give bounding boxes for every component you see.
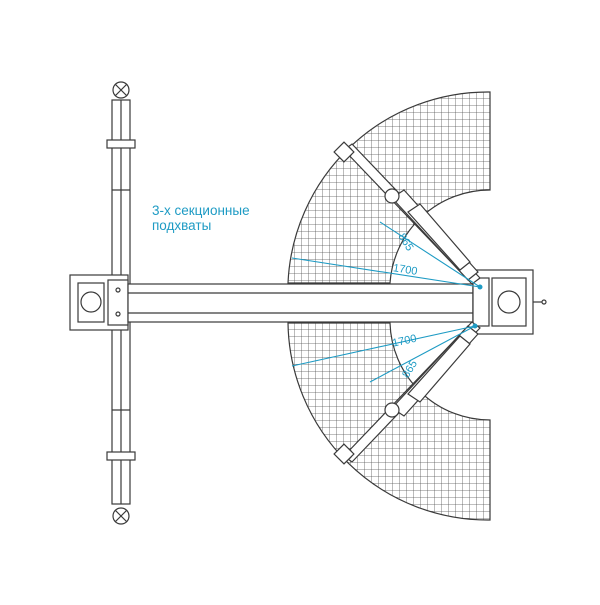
right-carriage — [472, 269, 547, 335]
dim-line-upper-short — [379, 221, 481, 288]
dimension-lines — [291, 221, 481, 383]
arm-lower — [341, 321, 481, 463]
dim-line-upper-long — [291, 257, 481, 288]
dim-label-lower-long: 1700 — [391, 333, 417, 350]
dim-line-lower-long — [291, 325, 476, 367]
caption-line-2: подхваты — [152, 218, 212, 233]
left-post-bottom-roller — [112, 507, 130, 525]
dim-label-upper-long: 1700 — [392, 262, 418, 278]
arm-upper-pad — [333, 141, 355, 163]
caption-line-1: 3-х секционные — [152, 203, 250, 218]
arm-upper — [341, 143, 481, 285]
arm-type-caption: 3-х секционные подхваты — [152, 203, 250, 233]
main-beam — [127, 283, 474, 323]
left-carriage — [69, 274, 129, 331]
left-post-top-roller — [112, 81, 130, 99]
dimension-anchors — [472, 284, 483, 329]
arm-lower-pad — [333, 443, 355, 465]
dim-line-lower-short — [369, 325, 476, 383]
